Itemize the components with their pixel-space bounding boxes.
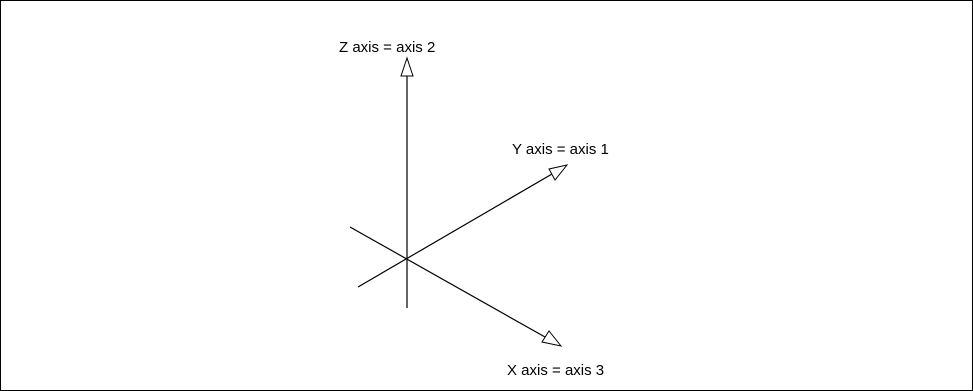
- z-axis-arrow: [400, 56, 414, 77]
- y-axis-arrow: [548, 164, 569, 181]
- z-axis-label: Z axis = axis 2: [339, 39, 435, 56]
- x-axis-label: X axis = axis 3: [507, 362, 604, 379]
- y-axis-label: Y axis = axis 1: [512, 141, 609, 158]
- x-axis-line: [349, 226, 546, 338]
- x-axis-arrow: [541, 330, 563, 347]
- y-axis-line: [357, 173, 553, 288]
